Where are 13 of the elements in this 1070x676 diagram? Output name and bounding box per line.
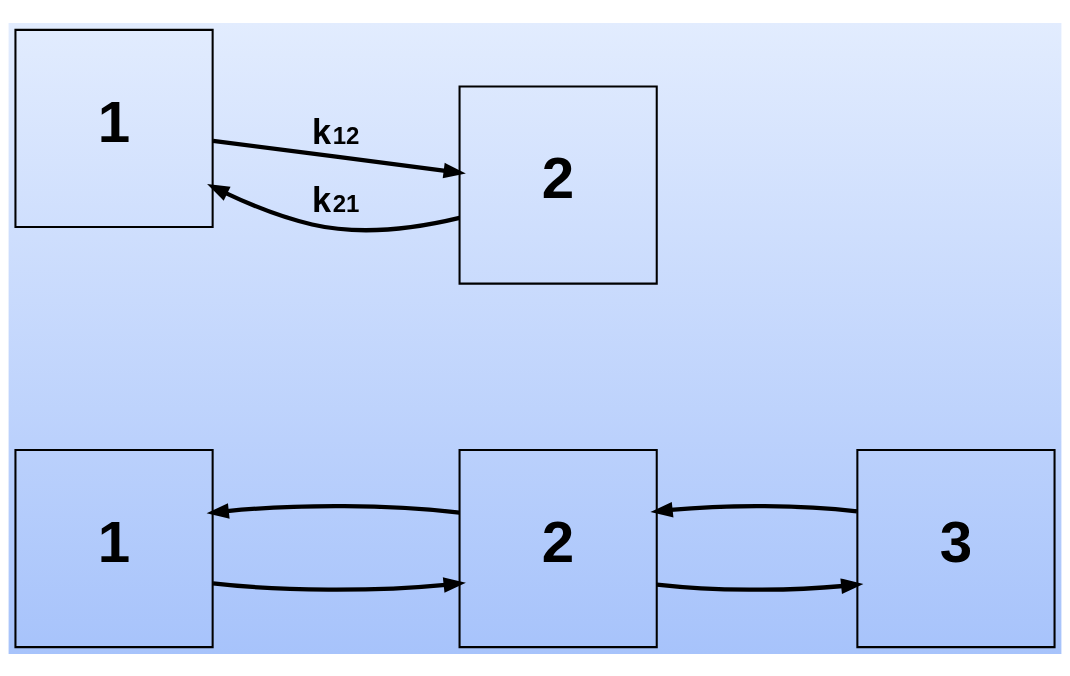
node-box: 3 [856,448,1056,648]
arrow [656,577,864,594]
node-box: 1 [14,448,214,648]
node-box: 2 [458,84,658,285]
arrow [650,501,858,518]
arrow [212,138,466,178]
node-box: 2 [458,448,658,648]
node-box: 1 [14,28,214,228]
arrow [206,502,460,519]
arrow [207,183,460,232]
edge-label: k21 [312,180,360,219]
arrow [212,576,466,593]
edge-label: k12 [312,112,360,151]
